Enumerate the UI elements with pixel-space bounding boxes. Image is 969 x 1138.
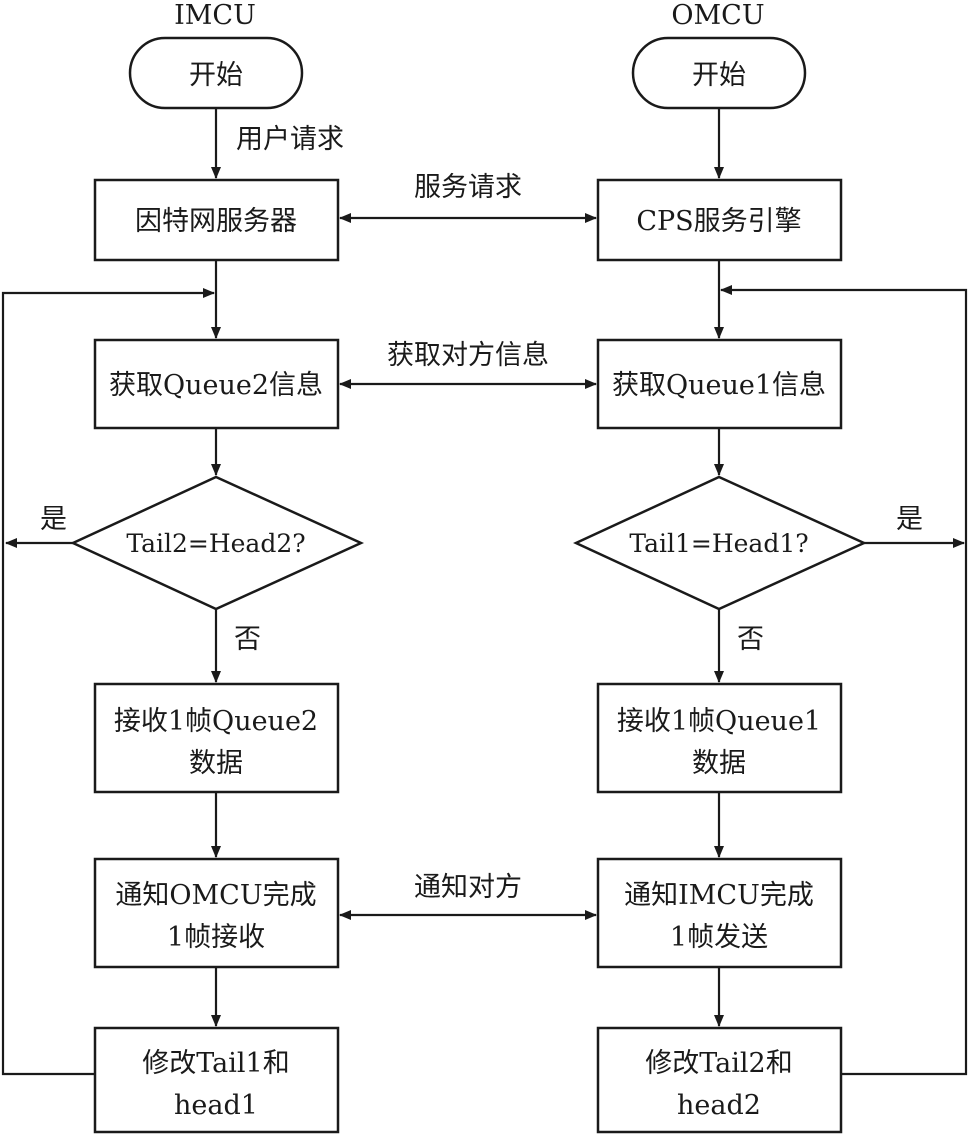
right-decision-label: Tail1=Head1? (629, 529, 808, 558)
left-loop-back-line (1, 288, 215, 1076)
right-notify-line-1: 通知IMCU完成 (624, 880, 814, 911)
left-receive-line-1: 接收1帧Queue2 (114, 706, 318, 737)
right-yes-label: 是 (896, 504, 923, 535)
right-engine-box (596, 178, 843, 262)
left-notify-line-1: 通知OMCU完成 (115, 880, 316, 911)
left-user-request-label: 用户请求 (236, 124, 344, 155)
right-receive-line-2: 数据 (692, 748, 746, 779)
left-yes-label: 是 (40, 504, 67, 535)
left-server-label: 因特网服务器 (135, 206, 297, 237)
left-no-label: 否 (234, 624, 261, 655)
left-modify-line-1: 修改Tail1和 (142, 1048, 289, 1079)
left-modify-line-2: head1 (174, 1090, 258, 1121)
right-modify-line-1: 修改Tail2和 (645, 1048, 792, 1079)
right-loop-back-line (720, 285, 968, 1076)
right-get-queue-box (596, 338, 843, 430)
right-modify-box (596, 1026, 843, 1134)
left-start-label: 开始 (189, 60, 243, 91)
right-modify-line-2: head2 (677, 1090, 761, 1121)
right-engine-label: CPS服务引擎 (636, 206, 801, 237)
right-start-label: 开始 (692, 60, 746, 91)
service-request-label: 服务请求 (414, 172, 522, 203)
get-peer-info-label: 获取对方信息 (387, 340, 549, 371)
right-receive-box (596, 682, 843, 794)
left-notify-line-2: 1帧接收 (167, 922, 265, 953)
lane-title-imcu: IMCU (174, 0, 256, 31)
lane-title-omcu: OMCU (671, 0, 764, 31)
left-server-box (93, 178, 340, 262)
right-notify-line-2: 1帧发送 (670, 922, 768, 953)
right-no-label: 否 (737, 624, 764, 655)
right-notify-box (596, 857, 843, 969)
notify-peer-label: 通知对方 (414, 872, 522, 903)
right-get-queue-label: 获取Queue1信息 (612, 370, 826, 401)
left-decision-label: Tail2=Head2? (126, 529, 305, 558)
left-receive-line-2: 数据 (189, 748, 243, 779)
right-receive-line-1: 接收1帧Queue1 (617, 706, 821, 737)
left-modify-box (93, 1026, 340, 1134)
left-notify-box (93, 857, 340, 969)
left-get-queue-label: 获取Queue2信息 (109, 370, 323, 401)
